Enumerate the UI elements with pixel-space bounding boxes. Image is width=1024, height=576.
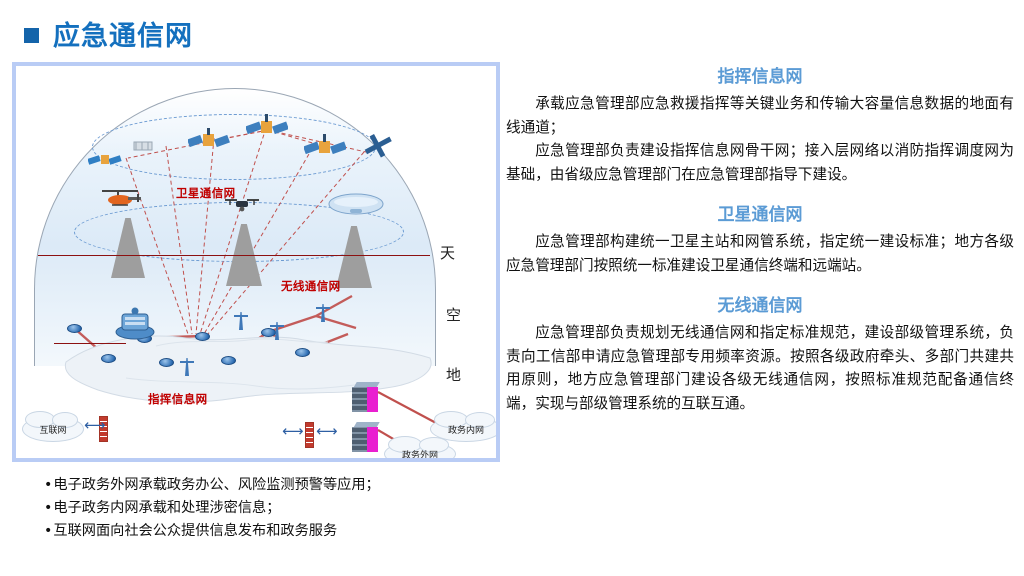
airship-icon	[328, 193, 384, 215]
cell-tower-icon	[180, 356, 194, 376]
description-column: 指挥信息网 承载应急管理部应急救援指挥等关键业务和传输大容量信息数据的地面有线通…	[506, 62, 1014, 415]
cell-tower-icon	[316, 302, 330, 322]
bidirectional-arrow-icon: ⟷	[282, 423, 304, 440]
router-icon	[295, 348, 310, 357]
firewall-icon	[305, 422, 314, 448]
cell-tower-icon	[270, 320, 284, 340]
label-satellite-network: 卫星通信网	[176, 186, 236, 200]
bullet-list: 电子政务外网承载政务办公、风险监测预警等应用； 电子政务内网承载和处理涉密信息；…	[44, 474, 514, 543]
firewall-icon	[99, 416, 108, 442]
label-command-info-network: 指挥信息网	[148, 392, 208, 406]
layer-label-air: 空	[446, 306, 462, 324]
paragraph: 应急管理部构建统一卫星主站和网管系统，指定统一建设标准；地方各级应急管理部门按照…	[506, 233, 1014, 274]
page-title: 应急通信网	[24, 14, 193, 53]
command-console-icon	[115, 307, 155, 340]
bidirectional-arrow-icon: ⟷	[316, 423, 338, 440]
layer-label-ground: 地	[446, 366, 462, 384]
network-architecture-diagram: ⟷ ⟷ ⟷ 互联网 政务内网 政务外网 天 空 地	[12, 62, 500, 462]
paragraph: 承载应急管理部应急救援指挥等关键业务和传输大容量信息数据的地面有线通道；	[506, 95, 1014, 136]
helicopter-icon	[102, 190, 141, 206]
section-body: 应急管理部负责规划无线通信网和指定标准规范，建设部级管理系统，负责向工信部申请应…	[506, 321, 1014, 415]
air-ground-divider	[54, 343, 126, 345]
server-rack-icon	[352, 422, 380, 452]
router-icon	[195, 332, 210, 341]
cell-tower-icon	[234, 310, 248, 330]
router-icon	[67, 324, 82, 333]
satellite-icon	[88, 155, 122, 165]
section-heading: 无线通信网	[717, 296, 803, 316]
sky-air-divider	[38, 255, 430, 257]
paragraph: 应急管理部负责建设指挥信息网骨干网；接入层网络以消防指挥调度网为基础，由省级应急…	[506, 142, 1014, 183]
internet-cloud-label: 互联网	[39, 425, 67, 436]
router-icon	[221, 356, 236, 365]
satellite-icon	[364, 134, 392, 158]
router-icon	[159, 358, 174, 367]
layer-label-sky: 天	[440, 244, 456, 262]
list-item: 电子政务外网承载政务办公、风险监测预警等应用；	[44, 474, 514, 497]
gov-intranet-cloud-label: 政务内网	[447, 425, 484, 436]
title-bullet-square-icon	[24, 28, 39, 43]
list-item: 电子政务内网承载和处理涉密信息；	[44, 497, 514, 520]
section-heading: 指挥信息网	[717, 67, 803, 87]
internet-cloud: 互联网	[22, 410, 84, 442]
china-map-icon	[64, 335, 432, 403]
router-icon	[101, 354, 116, 363]
gov-extranet-cloud-label: 政务外网	[401, 450, 438, 461]
label-wireless-network: 无线通信网	[281, 279, 341, 293]
server-rack-icon	[352, 382, 380, 412]
section-command-info-network: 指挥信息网 承载应急管理部应急救援指挥等关键业务和传输大容量信息数据的地面有线通…	[506, 62, 1014, 186]
paragraph: 应急管理部负责规划无线通信网和指定标准规范，建设部级管理系统，负责向工信部申请应…	[506, 324, 1014, 412]
router-icon	[261, 328, 276, 337]
satellite-icon	[133, 141, 153, 151]
title-label: 应急通信网	[53, 21, 193, 51]
bidirectional-arrow-icon: ⟷	[84, 417, 106, 434]
section-wireless-network: 无线通信网 应急管理部负责规划无线通信网和指定标准规范，建设部级管理系统，负责向…	[506, 291, 1014, 415]
section-body: 承载应急管理部应急救援指挥等关键业务和传输大容量信息数据的地面有线通道； 应急管…	[506, 92, 1014, 186]
gov-intranet-cloud: 政务内网	[430, 410, 496, 442]
satellite-icon	[304, 134, 346, 155]
list-item: 互联网面向社会公众提供信息发布和政务服务	[44, 520, 514, 543]
drone-icon	[225, 199, 259, 212]
gov-extranet-cloud: 政务外网	[384, 435, 456, 461]
section-heading: 卫星通信网	[717, 205, 803, 225]
satellite-icon	[188, 128, 230, 148]
section-satellite-network: 卫星通信网 应急管理部构建统一卫星主站和网管系统，指定统一建设标准；地方各级应急…	[506, 200, 1014, 277]
satellite-icon	[246, 114, 288, 135]
section-body: 应急管理部构建统一卫星主站和网管系统，指定统一建设标准；地方各级应急管理部门按照…	[506, 230, 1014, 277]
